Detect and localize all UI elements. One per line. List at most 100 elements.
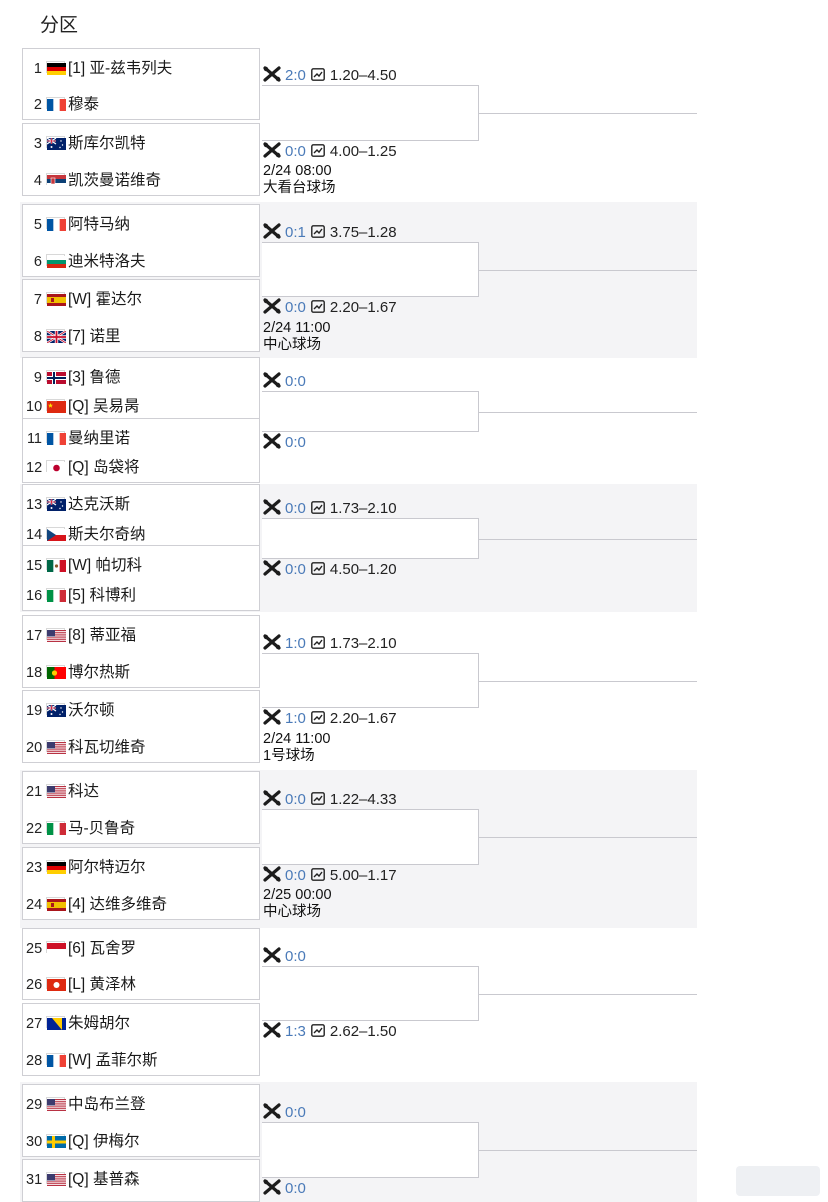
bracket-connector-line <box>479 539 697 540</box>
match-score-line[interactable]: 0:0 1.22–4.33 <box>263 790 397 808</box>
flag-cz-icon <box>46 527 66 541</box>
match-score-line[interactable]: 0:0 <box>263 1103 306 1121</box>
match-score[interactable]: 0:0 <box>285 434 306 451</box>
trend-chart-icon[interactable] <box>310 225 325 238</box>
player-row[interactable]: 7[W] 霍达尔 <box>26 287 260 309</box>
trend-chart-icon[interactable] <box>310 562 325 575</box>
trend-chart-icon[interactable] <box>310 636 325 649</box>
trend-chart-icon[interactable] <box>310 792 325 805</box>
trend-chart-icon[interactable] <box>310 868 325 881</box>
match-score-line[interactable]: 0:0 <box>263 433 306 451</box>
player-number: 12 <box>26 460 43 476</box>
player-number: 13 <box>26 497 43 513</box>
player-row[interactable]: 28[W] 孟菲尔斯 <box>26 1048 260 1070</box>
flag-us-icon <box>46 628 66 642</box>
player-row[interactable]: 13 达克沃斯 <box>26 492 260 514</box>
player-row[interactable]: 30[Q] 伊梅尔 <box>26 1129 260 1151</box>
player-name: 斯夫尔奇纳 <box>68 526 146 543</box>
player-row[interactable]: 25[6] 瓦舍罗 <box>26 936 260 958</box>
player-row[interactable]: 21 科达 <box>26 779 260 801</box>
match-score[interactable]: 0:0 <box>285 791 306 808</box>
match-score[interactable]: 1:3 <box>285 1023 306 1040</box>
match-score-line[interactable]: 0:0 1.73–2.10 <box>263 499 397 517</box>
player-row[interactable]: 16[5] 科博利 <box>26 583 260 605</box>
match-score[interactable]: 2:0 <box>285 67 306 84</box>
match-score[interactable]: 1:0 <box>285 635 306 652</box>
player-row[interactable]: 17[8] 蒂亚福 <box>26 623 260 645</box>
bracket-connector <box>262 391 479 432</box>
player-row[interactable]: 1[1] 亚-兹韦列夫 <box>26 56 260 78</box>
player-row[interactable]: 10[Q] 吴易昺 <box>26 394 260 416</box>
player-row[interactable]: 31[Q] 基普森 <box>26 1167 260 1189</box>
match-score[interactable]: 0:1 <box>285 224 306 241</box>
player-name: 阿特马纳 <box>68 216 131 233</box>
flag-us-icon <box>46 740 66 754</box>
flag-no-icon <box>46 370 66 384</box>
match-score[interactable]: 0:0 <box>285 867 306 884</box>
player-row[interactable]: 24[4] 达维多维奇 <box>26 892 260 914</box>
bracket-connector-line <box>479 113 697 114</box>
match-score[interactable]: 0:0 <box>285 561 306 578</box>
scroll-handle[interactable] <box>736 1166 820 1196</box>
player-number: 6 <box>33 254 42 270</box>
player-row[interactable]: 8[7] 诺里 <box>26 324 260 346</box>
player-row[interactable]: 15[W] 帕切科 <box>26 553 260 575</box>
trend-chart-icon[interactable] <box>310 68 325 81</box>
trend-chart-icon[interactable] <box>310 1024 325 1037</box>
player-number: 10 <box>26 399 43 415</box>
player-number: 21 <box>26 784 43 800</box>
match-score[interactable]: 0:0 <box>285 1104 306 1121</box>
player-name: 科达 <box>68 783 100 800</box>
match-score[interactable]: 0:0 <box>285 500 306 517</box>
trend-chart-icon[interactable] <box>310 501 325 514</box>
trend-chart-icon[interactable] <box>310 300 325 313</box>
match-odds: 1.73–2.10 <box>329 500 397 517</box>
match-score[interactable]: 0:0 <box>285 143 306 160</box>
player-name: 曼纳里诺 <box>68 430 131 447</box>
match-odds: 3.75–1.28 <box>329 224 397 241</box>
crossed-rackets-icon <box>263 866 281 882</box>
match-score[interactable]: 0:0 <box>285 1180 306 1197</box>
flag-fr-icon <box>46 217 67 231</box>
match-score-line[interactable]: 0:0 <box>263 947 306 965</box>
match-score[interactable]: 1:0 <box>285 710 306 727</box>
match-score[interactable]: 0:0 <box>285 948 306 965</box>
match-score-line[interactable]: 0:0 <box>263 372 306 390</box>
player-row[interactable]: 26[L] 黄泽林 <box>26 972 260 994</box>
player-name: 博尔热斯 <box>68 664 131 681</box>
match-score-line[interactable]: 0:0 <box>263 1179 306 1197</box>
match-odds: 1.22–4.33 <box>329 791 397 808</box>
match-score[interactable]: 0:0 <box>285 373 306 390</box>
player-row[interactable]: 12[Q] 岛袋将 <box>26 455 260 477</box>
trend-chart-icon[interactable] <box>310 144 325 157</box>
match-score-line[interactable]: 0:1 3.75–1.28 <box>263 223 397 241</box>
flag-fr-icon <box>46 1053 67 1067</box>
trend-chart-icon[interactable] <box>310 711 325 724</box>
player-row[interactable]: 9[3] 鲁德 <box>26 365 260 387</box>
player-name: 达克沃斯 <box>68 496 131 513</box>
crossed-rackets-icon <box>263 1022 281 1038</box>
match-score[interactable]: 0:0 <box>285 299 306 316</box>
